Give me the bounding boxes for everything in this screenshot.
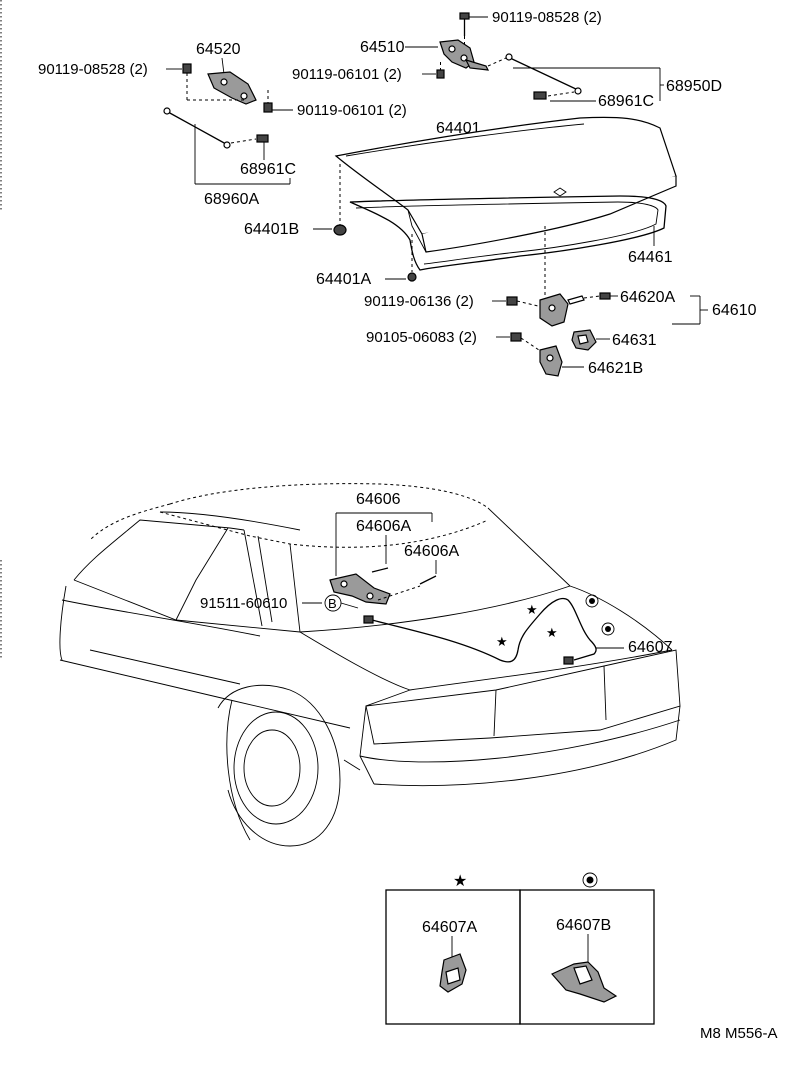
clamp-b <box>551 961 618 1003</box>
hinge-lh <box>207 71 257 105</box>
lid-bumper-b <box>333 224 347 236</box>
detail-box-clamp-b <box>519 889 655 1025</box>
stay-rh <box>487 53 582 100</box>
label-lid-bumper-a: 64401A <box>316 271 371 288</box>
label-bolt-90105-06083: 90105-06083 (2) <box>366 329 477 346</box>
bolt-90119-08528-left <box>182 63 246 101</box>
cable-star-3: ★ <box>546 625 558 640</box>
screw-marker-letter: B <box>328 596 337 611</box>
label-lock-assy: 64610 <box>712 302 757 319</box>
bolt-90119-06101-top <box>436 62 445 79</box>
hinge-rh <box>439 39 490 71</box>
lid-bumper-a <box>407 272 417 282</box>
box-a-star: ★ <box>453 873 467 890</box>
label-bolt-90119-06101-left: 90119-06101 (2) <box>297 102 407 119</box>
label-opener-spring-1: 64606A <box>356 518 411 535</box>
cable-star-2: ★ <box>526 602 538 617</box>
label-opener-spring-2: 64606A <box>404 543 459 560</box>
leader-screw-2 <box>340 602 359 609</box>
label-cable: 64607 <box>628 639 673 656</box>
label-stay-set-rh: 68950D <box>666 78 722 95</box>
label-bolt-90119-08528-top: 90119-08528 (2) <box>492 9 602 26</box>
label-opener-lever: 64606 <box>356 491 401 508</box>
label-hinge-lh: 64520 <box>196 41 241 58</box>
label-striker: 64621B <box>588 360 643 377</box>
car-body <box>59 483 681 847</box>
luggage-lid <box>334 116 677 253</box>
leader-hinge-lh <box>221 57 225 75</box>
label-lock-clip: 64631 <box>612 332 657 349</box>
cable-star-1: ★ <box>496 634 508 649</box>
bolt-90119-08528-top <box>459 12 488 44</box>
bolt-90105-06083 <box>510 332 543 353</box>
screw-b-marker: B <box>324 594 342 612</box>
bolt-90119-06101-left <box>263 90 273 113</box>
release-cable <box>363 597 597 665</box>
box-b-marker <box>582 872 598 888</box>
label-weatherstrip: 64461 <box>628 249 673 266</box>
opener-lever <box>329 567 437 605</box>
drawing-code: M8 M556-A <box>700 1025 778 1042</box>
bolt-90119-06136 <box>506 296 539 307</box>
label-stay-set-lh: 68960A <box>204 191 259 208</box>
weatherstrip <box>349 195 667 271</box>
label-screw-91511-60610: 91511-60610 <box>200 595 287 612</box>
clamp-b-marker-2 <box>601 622 615 636</box>
label-bolt-90119-06101-top: 90119-06101 (2) <box>292 66 402 83</box>
clamp-b-marker-1 <box>585 594 599 608</box>
lock-clip <box>571 329 597 351</box>
label-stay-rh: 68961C <box>598 93 654 110</box>
label-stay-lh: 68961C <box>240 161 296 178</box>
striker <box>539 345 563 377</box>
label-bolt-90119-08528-left: 90119-08528 (2) <box>38 61 148 78</box>
label-lid-bumper-b: 64401B <box>244 221 299 238</box>
clamp-a <box>439 953 467 993</box>
stay-lh <box>163 107 269 149</box>
lock-assembly <box>539 292 611 327</box>
label-lock-sub: 64620A <box>620 289 675 306</box>
label-clamp-a: 64607A <box>422 919 477 936</box>
label-bolt-90119-06136: 90119-06136 (2) <box>364 293 474 310</box>
label-hinge-rh: 64510 <box>360 39 405 56</box>
label-clamp-b: 64607B <box>556 917 611 934</box>
